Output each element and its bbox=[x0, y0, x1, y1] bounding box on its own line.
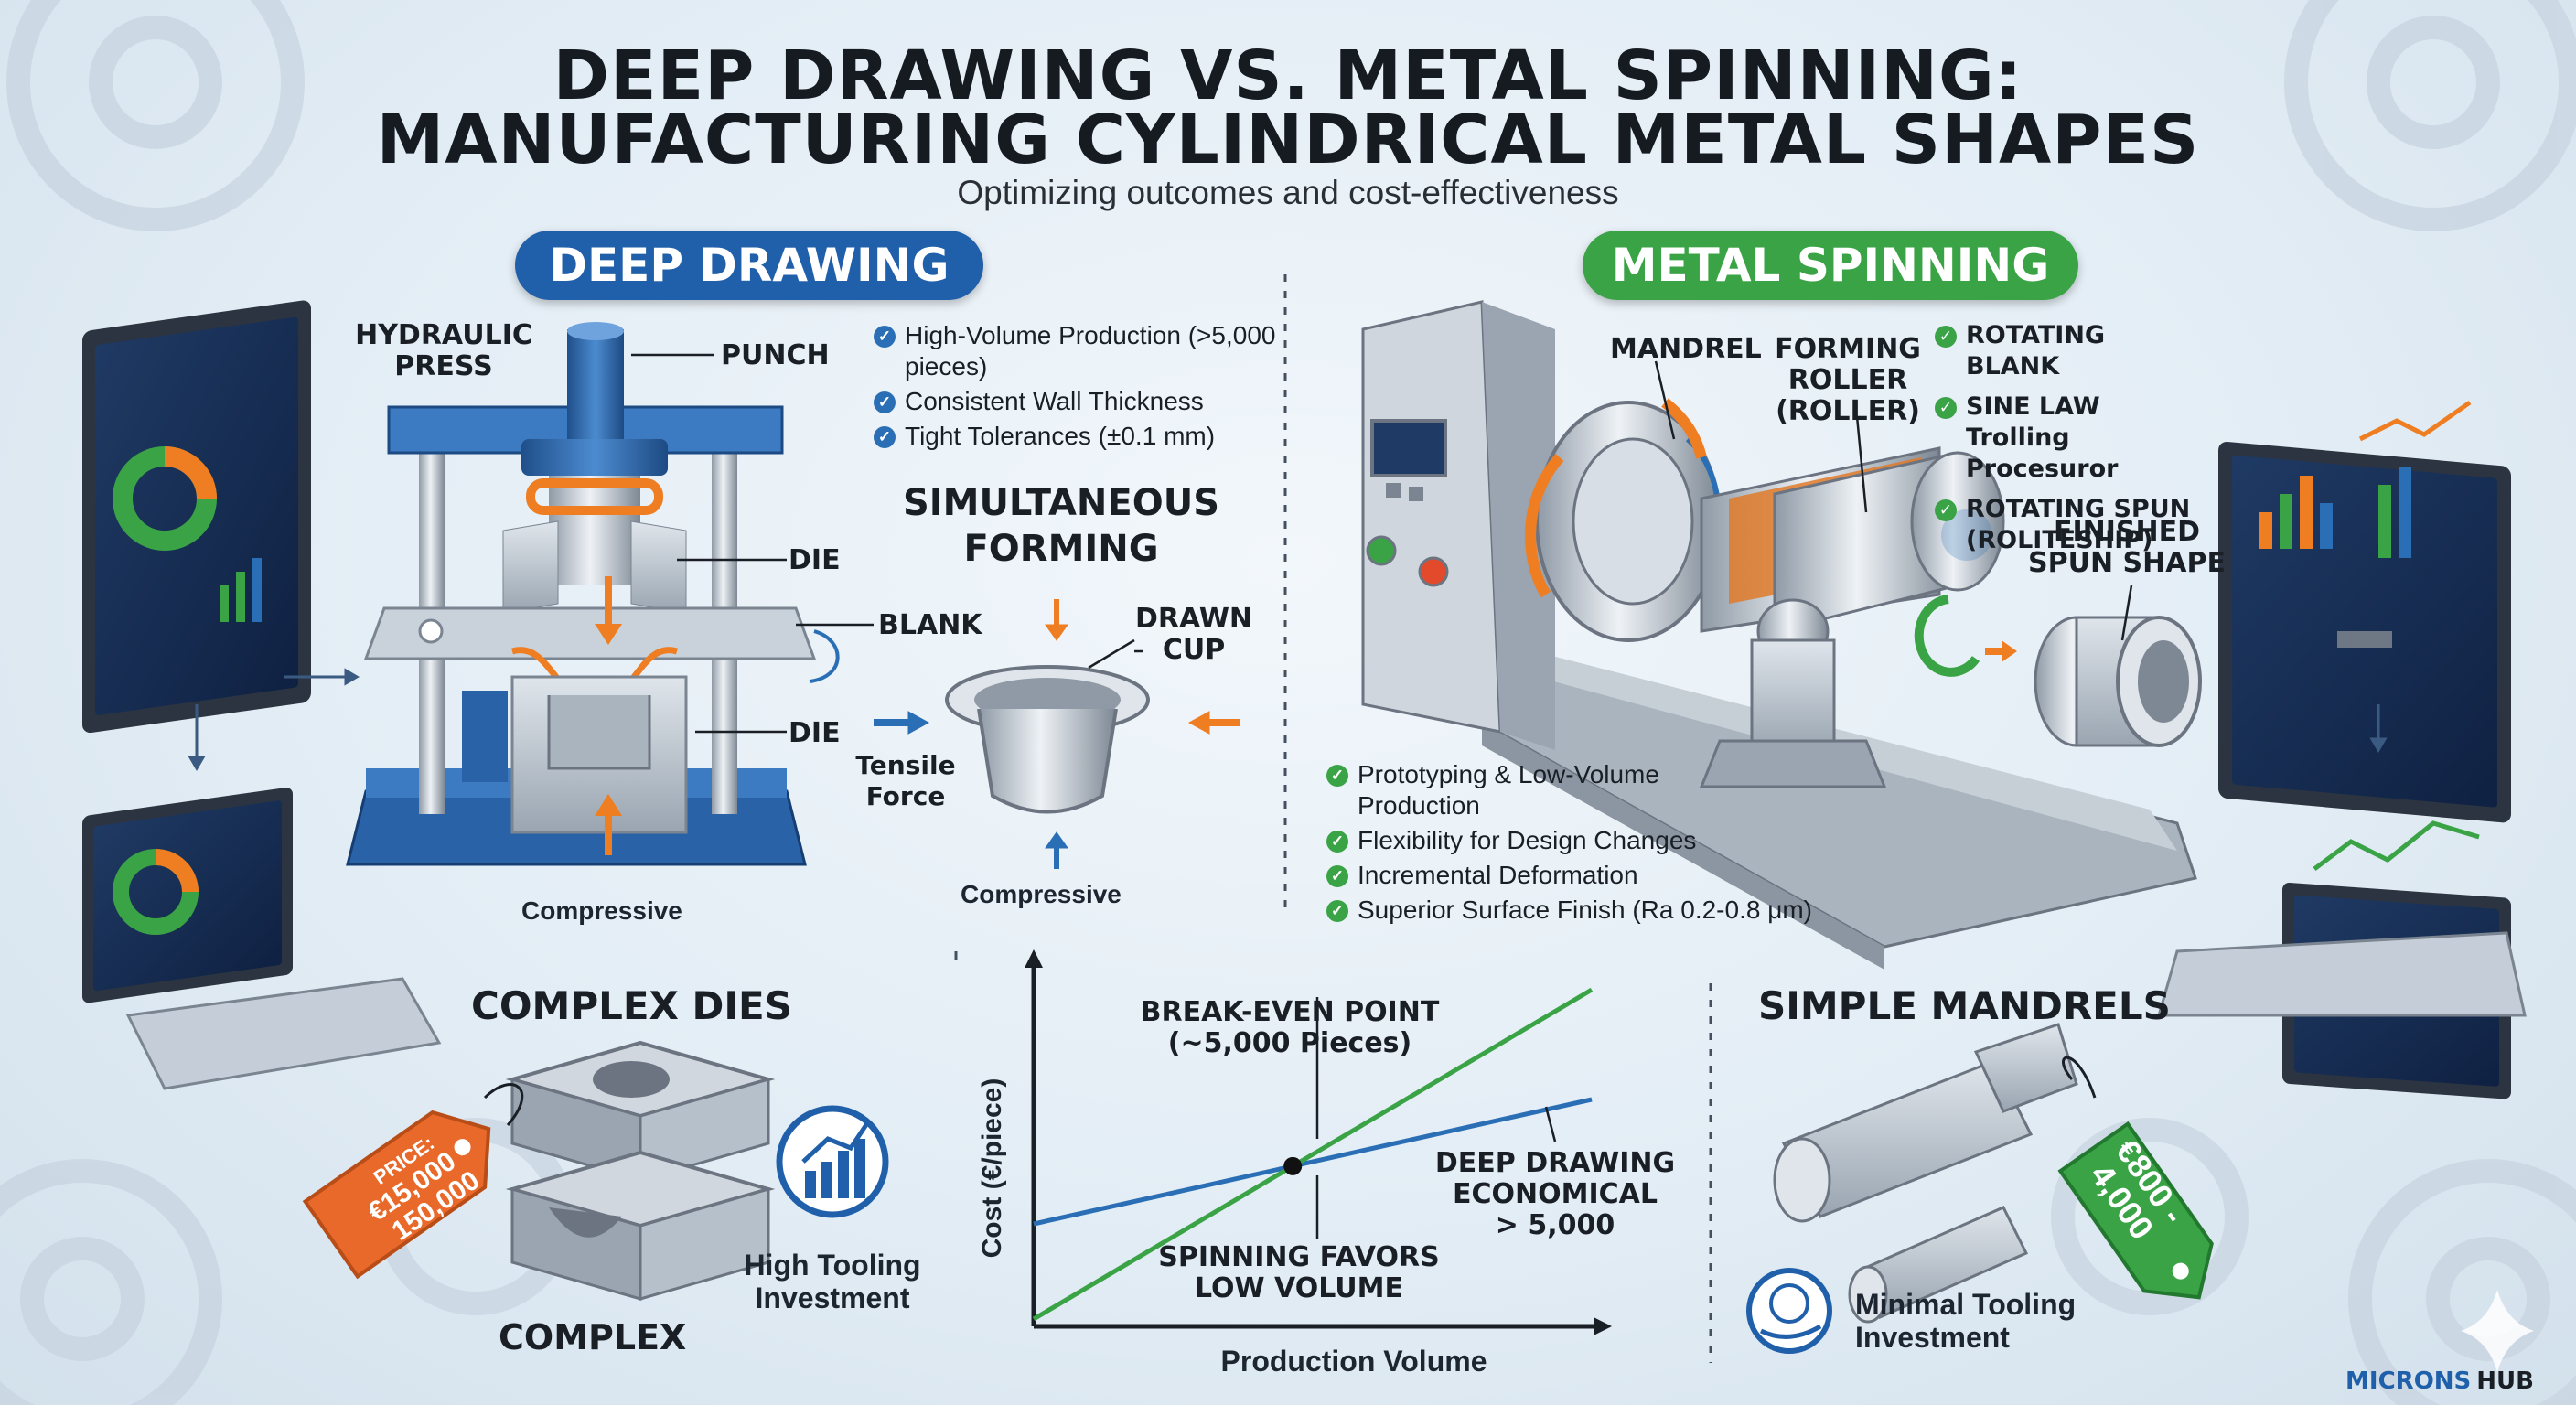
y-axis-label: Cost (€/piece) bbox=[977, 1078, 1007, 1259]
brand-name-left: MICRONS bbox=[2345, 1367, 2472, 1395]
list-item: ✓ROTATING SPUN (ROLITESHIP) bbox=[1935, 494, 2200, 556]
mandrel-label: MANDREL bbox=[1610, 333, 1762, 365]
simultaneous-forming-heading: SIMULTANEOUS FORMING bbox=[902, 482, 1220, 570]
deep-drawing-cost-line bbox=[1033, 1097, 1593, 1227]
page-title-line2: MANUFACTURING CYLINDRICAL METAL SHAPES bbox=[376, 101, 2200, 179]
check-icon: ✓ bbox=[874, 391, 896, 413]
x-axis-label: Production Volume bbox=[1220, 1345, 1487, 1378]
break-even-point bbox=[1283, 1156, 1303, 1175]
page-title-line1: DEEP DRAWING VS. METAL SPINNING: bbox=[553, 37, 2023, 115]
check-icon: ✓ bbox=[874, 426, 896, 448]
minimal-tooling-label: Minimal Tooling Investment bbox=[1855, 1288, 2077, 1354]
page-subtitle: Optimizing outcomes and cost-effectivene… bbox=[957, 174, 1619, 211]
check-icon: ✓ bbox=[1326, 900, 1348, 922]
forming-roller-label: FORMING ROLLER (ROLLER) bbox=[1775, 333, 1921, 427]
die-bottom-label: DIE bbox=[789, 717, 841, 749]
punch-label: PUNCH bbox=[721, 339, 830, 371]
hydraulic-press-illustration bbox=[346, 322, 840, 866]
finished-spun-label: FINISHED SPUN SHAPE bbox=[2028, 516, 2226, 579]
laptop-icon bbox=[2157, 820, 2527, 1099]
check-icon: ✓ bbox=[1326, 765, 1348, 787]
x-axis-arrow bbox=[1594, 1317, 1612, 1335]
break-even-label: BREAK-EVEN POINT (~5,000 Pieces) bbox=[1140, 996, 1440, 1059]
blank-label: BLANK bbox=[878, 609, 982, 641]
complex-label: COMPLEX bbox=[499, 1317, 687, 1357]
spinning-process-list: ✓ROTATING BLANK ✓SINE LAW Trolling Proce… bbox=[1935, 320, 2200, 560]
compressive-label: Compressive bbox=[521, 896, 682, 925]
break-even-chart: Cost (€/piece) Production Volume BREAK-E… bbox=[961, 942, 1692, 1390]
list-item: ✓Superior Surface Finish (Ra 0.2-0.8 μm) bbox=[1326, 895, 1894, 926]
metal-spinning-cost-line bbox=[1032, 987, 1594, 1322]
metal-spinning-features: ✓Prototyping & Low-Volume Production ✓Fl… bbox=[1326, 759, 1894, 929]
y-label-wrap: Cost (€/piece) bbox=[965, 1015, 1020, 1317]
check-icon: ✓ bbox=[1935, 499, 1957, 521]
spinning-lathe-illustration bbox=[1361, 300, 2202, 970]
price-tag-icon bbox=[302, 1110, 491, 1280]
list-item: ✓Prototyping & Low-Volume Production bbox=[1326, 759, 1723, 821]
sparkle-icon bbox=[2461, 1290, 2534, 1372]
check-icon: ✓ bbox=[1326, 865, 1348, 887]
simple-mandrels-heading: SIMPLE MANDRELS bbox=[1758, 983, 2171, 1028]
chart-plot bbox=[1025, 949, 1612, 1335]
drawn-cup-illustration bbox=[874, 599, 1240, 869]
list-item: ✓Incremental Deformation bbox=[1326, 860, 1894, 891]
check-icon: ✓ bbox=[1935, 397, 1957, 419]
investment-icon bbox=[776, 1105, 889, 1218]
deep-drawing-heading: DEEP DRAWING bbox=[515, 231, 983, 300]
list-item: ✓High-Volume Production (>5,000 pieces) bbox=[874, 320, 1276, 382]
check-icon: ✓ bbox=[874, 326, 896, 348]
spinning-annotation: SPINNING FAVORS LOW VOLUME bbox=[1158, 1241, 1440, 1304]
deep-drawing-annotation: DEEP DRAWING ECONOMICAL > 5,000 bbox=[1434, 1147, 1676, 1241]
monitor-icon bbox=[2218, 400, 2511, 823]
list-item: ✓Consistent Wall Thickness bbox=[874, 386, 1276, 417]
list-item: ✓Tight Tolerances (±0.1 mm) bbox=[874, 421, 1276, 452]
drawn-cup-label: DRAWN CUP bbox=[1134, 603, 1253, 666]
check-icon: ✓ bbox=[1326, 831, 1348, 853]
high-tooling-label: High Tooling Investment bbox=[744, 1249, 921, 1314]
die-top-label: DIE bbox=[789, 544, 841, 576]
deep-drawing-features: ✓High-Volume Production (>5,000 pieces) … bbox=[874, 320, 1276, 456]
y-axis-arrow bbox=[1025, 949, 1043, 968]
compressive-cup-label: Compressive bbox=[961, 880, 1122, 908]
euro-hand-icon bbox=[1746, 1268, 1832, 1354]
complex-die-illustration bbox=[505, 1040, 776, 1301]
brand-name-right: HUB bbox=[2476, 1367, 2534, 1395]
monitor-icon bbox=[82, 300, 311, 734]
metal-spinning-heading: METAL SPINNING bbox=[1583, 231, 2078, 300]
simple-mandrels-illustration bbox=[1773, 1023, 2078, 1324]
list-item: ✓Flexibility for Design Changes bbox=[1326, 825, 1894, 856]
list-item: ✓SINE LAW Trolling Procesuror bbox=[1935, 391, 2200, 485]
complex-dies-heading: COMPLEX DIES bbox=[471, 983, 792, 1028]
price-tag-icon bbox=[2057, 1121, 2214, 1300]
check-icon: ✓ bbox=[1935, 326, 1957, 348]
monitor-icon bbox=[82, 788, 442, 1090]
tensile-force-label: Tensile Force bbox=[855, 750, 956, 811]
hydraulic-press-label: HYDRAULIC PRESS bbox=[355, 319, 532, 382]
list-item: ✓ROTATING BLANK bbox=[1935, 320, 2200, 382]
